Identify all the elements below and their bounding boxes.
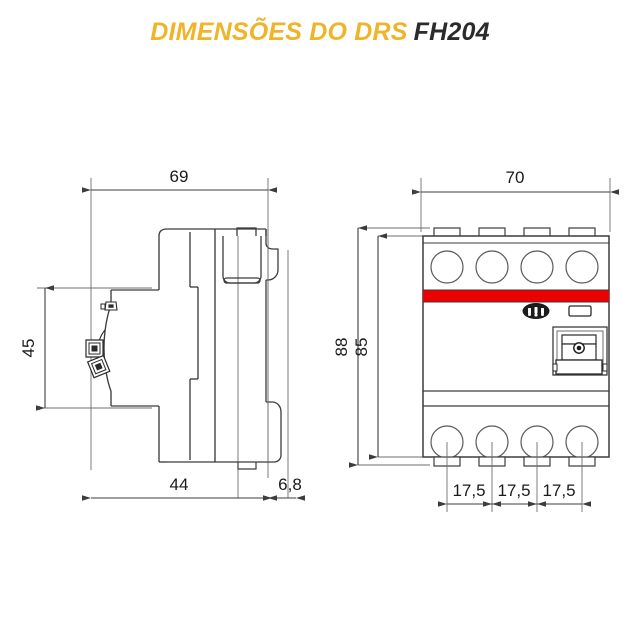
dimension-85-label: 85: [352, 338, 371, 357]
dimension-45: 45: [19, 285, 54, 411]
dimension-70-label: 70: [506, 168, 525, 187]
dimension-44: 44: [82, 475, 277, 501]
dimension-pitch-3-label: 17,5: [542, 481, 575, 500]
dimension-44-label: 44: [170, 475, 189, 494]
terminal-top-2: [475, 250, 509, 284]
red-band: [423, 290, 609, 302]
title-main-text: DIMENSÕES DO DRS: [150, 18, 408, 46]
dimension-88: 88: [332, 225, 367, 468]
dimension-69-label: 69: [170, 167, 189, 186]
pitch-witness-lines: [446, 442, 583, 512]
front-view: 70 88 85: [332, 168, 619, 512]
din-clip-tab: [222, 227, 262, 284]
side-view-extension-lines: [37, 178, 289, 498]
dimension-pitch-2-label: 17,5: [497, 481, 530, 500]
terminal-top-4: [565, 250, 599, 284]
pitch-dimensions: 17,5 17,5 17,5: [438, 481, 591, 507]
screw-middle-icon: [85, 339, 104, 358]
dimension-85: 85: [352, 233, 387, 460]
side-profile-outline: [103, 228, 267, 463]
status-window: [568, 305, 592, 317]
screw-lower-icon: [86, 354, 111, 379]
side-view: 69 45: [19, 167, 305, 501]
dimension-6-8: 6,8: [263, 475, 305, 501]
dimension-69: 69: [82, 167, 277, 193]
terminal-top-1: [430, 250, 464, 284]
bottom-notch: [237, 462, 257, 470]
terminal-top-3: [520, 250, 554, 284]
top-terminals: [430, 250, 599, 284]
dimension-88-label: 88: [332, 338, 351, 357]
side-rail-clip: [265, 229, 282, 463]
test-lever: [552, 326, 608, 376]
title-model-text: FH204: [413, 18, 490, 46]
screw-detail-group: [85, 301, 118, 379]
screw-upper-icon: [100, 301, 118, 311]
dimension-6-8-label: 6,8: [278, 475, 302, 494]
dimension-45-label: 45: [19, 339, 38, 358]
bottom-mounting-tabs: [433, 456, 596, 467]
dimension-pitch-1-label: 17,5: [452, 481, 485, 500]
dimension-70: 70: [412, 168, 619, 195]
abb-logo: [522, 303, 550, 319]
